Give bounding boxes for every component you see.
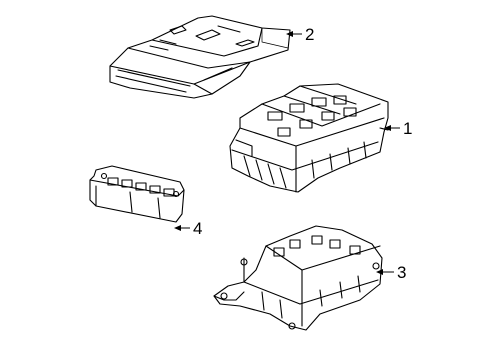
part-1-fuse-box xyxy=(229,83,389,193)
leader-1 xyxy=(384,125,400,131)
callout-4-label: 4 xyxy=(193,219,202,238)
part-4-relay-block xyxy=(89,165,185,223)
leader-4 xyxy=(174,225,190,231)
part-2-cover xyxy=(109,15,291,99)
callout-1-label: 1 xyxy=(403,119,412,138)
leader-2 xyxy=(286,31,302,37)
leader-3 xyxy=(376,269,394,275)
part-3-tray xyxy=(213,225,383,331)
callout-2-label: 2 xyxy=(305,25,314,44)
callout-3-label: 3 xyxy=(397,263,406,282)
